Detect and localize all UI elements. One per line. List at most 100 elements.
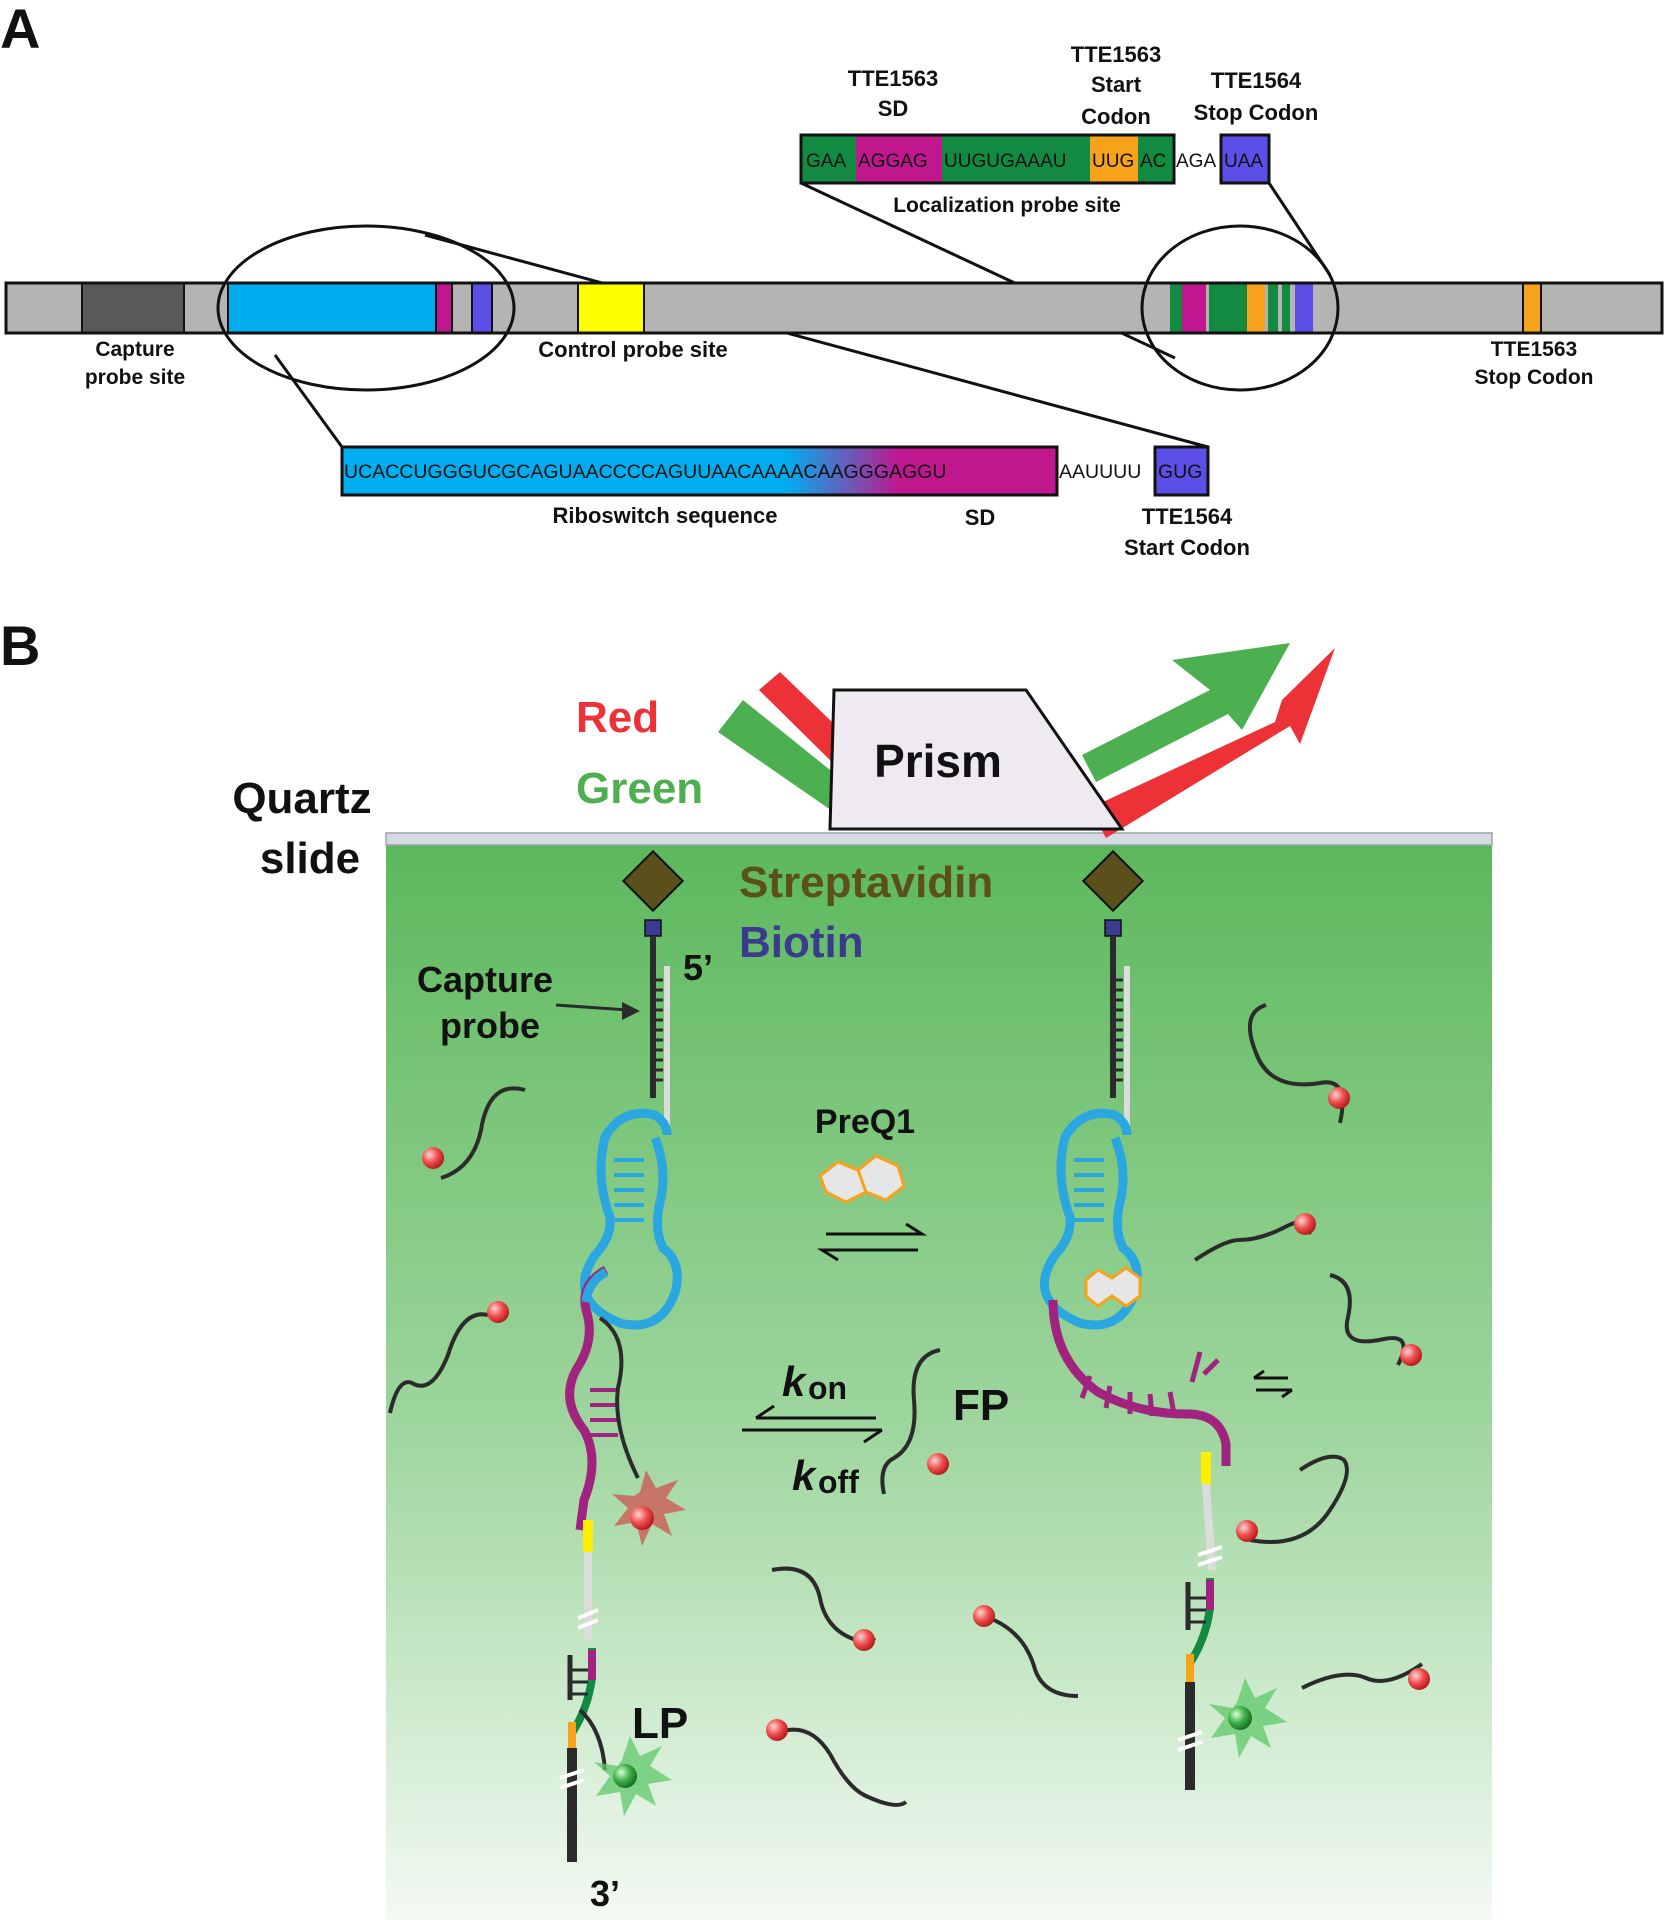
kon-sub: on bbox=[808, 1370, 847, 1406]
capture-probe-label-2: probe bbox=[440, 1005, 540, 1046]
ribo-seq-main: UCACCUGGGUCGCAGUAACCCCAGUUAACAAAACAAGGGA… bbox=[344, 461, 946, 483]
break-mark-right bbox=[1197, 1545, 1223, 1567]
fp-label: FP bbox=[953, 1381, 1009, 1430]
panel-a-letter: A bbox=[0, 0, 40, 60]
label-tte1563-start-1: TTE1563 bbox=[1071, 42, 1162, 67]
lp-rungs-left bbox=[570, 1668, 588, 1696]
control-site-label: Control probe site bbox=[538, 337, 727, 362]
free-probe-dyes bbox=[422, 1087, 1430, 1741]
top-seq-start: UUG bbox=[1092, 151, 1134, 172]
streptavidin-label: Streptavidin bbox=[739, 858, 993, 907]
ribo-seg-start bbox=[1153, 445, 1210, 497]
bar-stop-1563 bbox=[1523, 283, 1541, 333]
break-mark-left-2 bbox=[577, 1618, 599, 1630]
green-label: Green bbox=[576, 764, 703, 813]
top-seq-tail: AGA bbox=[1176, 151, 1216, 172]
top-seg-start bbox=[1090, 135, 1138, 183]
capture-probe-rungs-right bbox=[1113, 978, 1123, 1082]
break-mark-left bbox=[577, 1608, 599, 1620]
panel-b-letter: B bbox=[0, 614, 40, 677]
green-beam-in bbox=[718, 700, 855, 815]
localization-box: GAA AGGAG UUGUGAAAU UUG AC AGA UAA Local… bbox=[799, 133, 1271, 217]
capture-site-label-2: probe site bbox=[85, 366, 185, 389]
top-seg-gaa bbox=[801, 135, 856, 183]
start1564-label-2: Start Codon bbox=[1124, 535, 1250, 560]
koff-k: k bbox=[792, 1452, 818, 1499]
top-seq-ac: AC bbox=[1140, 151, 1166, 172]
top-seq-stop: UAA bbox=[1224, 151, 1263, 172]
fp-bound-left bbox=[598, 1316, 640, 1479]
label-tte1564-stop-2: Stop Codon bbox=[1194, 100, 1319, 125]
rna-lower-right bbox=[1202, 1483, 1216, 1571]
preq1-equilibrium bbox=[816, 1222, 928, 1262]
biotin-right bbox=[1104, 919, 1122, 937]
bar-loc-start bbox=[1247, 283, 1265, 333]
preq1-label: PreQ1 bbox=[815, 1103, 915, 1141]
capture-probe-rungs bbox=[653, 978, 663, 1082]
bar-capture-site bbox=[82, 283, 184, 333]
red-label: Red bbox=[576, 693, 659, 742]
free-probe-strand bbox=[993, 1618, 1079, 1698]
quartz-label-1: Quartz bbox=[232, 774, 371, 823]
riboswitch-rungs-left bbox=[614, 1158, 644, 1222]
bar-loc-sd bbox=[1182, 283, 1206, 333]
label-tte1563-start-2: Start bbox=[1091, 72, 1142, 97]
start1564-label-1: TTE1564 bbox=[1142, 504, 1233, 529]
kon-koff-arrows bbox=[742, 1404, 883, 1444]
ribo-seq-tail: AAUUUU bbox=[1059, 461, 1141, 483]
quartz-slide bbox=[385, 832, 1493, 846]
prism-label: Prism bbox=[874, 735, 1002, 787]
top-box-outline bbox=[799, 133, 1176, 185]
capture-probe-label-1: Capture bbox=[417, 959, 553, 1000]
green-beam-out bbox=[1082, 643, 1290, 782]
bar-loc-stop bbox=[1295, 283, 1313, 333]
riboswitch-hairpin-right bbox=[1040, 1108, 1142, 1330]
left-construct bbox=[559, 849, 686, 1862]
free-probe-dye bbox=[853, 1629, 875, 1651]
sd-rungs-left bbox=[590, 1388, 618, 1437]
bar-loc-green-4 bbox=[1282, 283, 1290, 333]
top-seq-sd: AGGAG bbox=[858, 151, 928, 172]
bar-loc-green-1 bbox=[1170, 283, 1182, 333]
top-box-labels: TTE1563 SD TTE1563 Start Codon TTE1564 S… bbox=[848, 42, 1319, 129]
zoom-ellipse-right bbox=[1140, 224, 1340, 392]
free-probe-dye bbox=[1328, 1087, 1350, 1109]
bar-control-site bbox=[578, 283, 644, 333]
bar-sd bbox=[436, 283, 452, 333]
fp-dye-left bbox=[630, 1506, 654, 1530]
connector-bottom-right bbox=[424, 233, 1209, 449]
capture-site-label-1: Capture bbox=[95, 338, 174, 361]
free-probe-strand bbox=[779, 1727, 908, 1807]
capture-probe-arrowhead bbox=[622, 1002, 640, 1020]
free-probe-dye bbox=[422, 1147, 444, 1169]
free-probe-dye bbox=[1294, 1213, 1316, 1235]
label-tte1563-sd-2: SD bbox=[878, 96, 909, 121]
localization-caption: Localization probe site bbox=[893, 194, 1121, 217]
free-probe-dye bbox=[927, 1453, 949, 1475]
sd-rungs-right bbox=[1079, 1351, 1220, 1417]
zoom-ellipse-left bbox=[216, 224, 516, 392]
free-probe-strand bbox=[388, 1312, 489, 1414]
free-probe-dye bbox=[973, 1605, 995, 1627]
riboswitch-box: UCACCUGGGUCGCAGUAACCCCAGUUAACAAAACAAGGGA… bbox=[340, 445, 1250, 560]
bar-start-1564 bbox=[472, 283, 492, 333]
preq1-bound-right bbox=[1084, 1266, 1142, 1308]
free-probe-strand bbox=[1329, 1273, 1406, 1366]
stop1563-label-1: TTE1563 bbox=[1491, 338, 1577, 361]
bar-riboswitch bbox=[228, 283, 436, 333]
biotin-label: Biotin bbox=[739, 918, 864, 967]
top-seg-stop bbox=[1219, 133, 1271, 185]
lp-rungs-right bbox=[1188, 1596, 1206, 1624]
capture-probe-arrow bbox=[555, 1003, 629, 1012]
preq1-ring-join bbox=[856, 1169, 868, 1193]
riboswitch-caption: Riboswitch sequence bbox=[553, 503, 778, 528]
biotin-left bbox=[644, 919, 662, 937]
sd-strand-blue-left bbox=[581, 1268, 609, 1303]
control-probe-site-right bbox=[1201, 1452, 1211, 1484]
free-probe-dye bbox=[1408, 1668, 1430, 1690]
label-tte1563-start-3: Codon bbox=[1081, 104, 1151, 129]
three-prime-label: 3’ bbox=[590, 1873, 620, 1914]
lp-tail-left bbox=[578, 1708, 607, 1771]
prism bbox=[828, 688, 1125, 831]
